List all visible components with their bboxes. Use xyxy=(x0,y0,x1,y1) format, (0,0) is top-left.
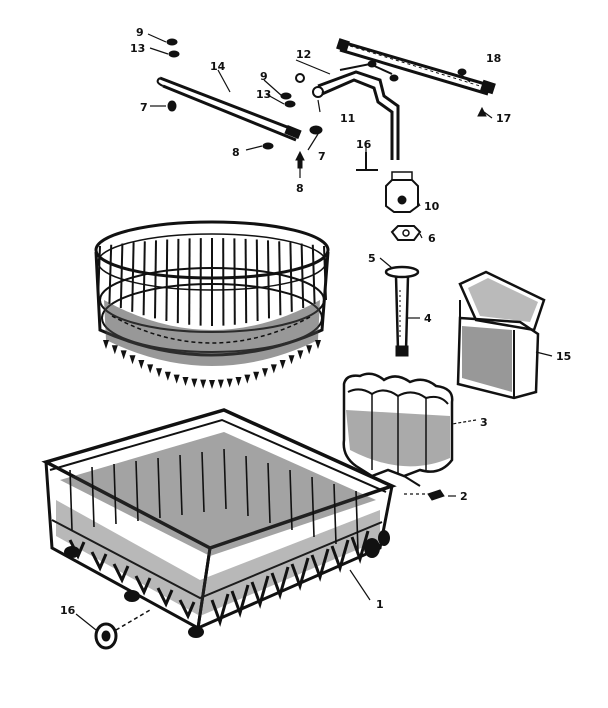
callout-1: 1 xyxy=(376,598,384,611)
callout-18: 18 xyxy=(486,52,501,65)
callout-12: 12 xyxy=(296,48,311,61)
callout-2: 2 xyxy=(460,490,468,503)
callout-13: 13 xyxy=(130,42,145,55)
callout-14: 14 xyxy=(210,60,226,73)
callout-13: 13 xyxy=(256,88,271,101)
lower-rack xyxy=(41,408,397,638)
callout-7: 7 xyxy=(318,150,326,163)
callout-11: 11 xyxy=(340,112,355,125)
callout-9: 9 xyxy=(136,26,144,39)
callout-7: 7 xyxy=(140,101,148,114)
rack-clip xyxy=(404,489,445,501)
upper-rack-basket xyxy=(94,220,330,389)
fastener-screws xyxy=(166,38,487,169)
callout-6: 6 xyxy=(428,232,436,245)
callout-5: 5 xyxy=(368,252,376,265)
callout-9: 9 xyxy=(260,70,268,83)
callout-4: 4 xyxy=(424,312,432,325)
callout-8: 8 xyxy=(232,146,240,159)
callout-8: 8 xyxy=(296,182,304,195)
upper-rail-right xyxy=(336,38,496,96)
nut-part xyxy=(390,225,422,241)
callout-labels: 9 13 14 7 9 13 12 18 11 17 8 7 8 16 10 6… xyxy=(60,26,571,617)
water-tube-assembly xyxy=(295,62,400,160)
spray-nozzle-part xyxy=(385,171,419,213)
drain-pin xyxy=(356,152,378,171)
spray-tube xyxy=(384,265,420,357)
callout-3: 3 xyxy=(480,416,488,429)
callout-15: 15 xyxy=(556,350,571,363)
callout-10: 10 xyxy=(424,200,440,213)
rack-wheel xyxy=(94,609,151,650)
leader-lines xyxy=(75,33,553,631)
callout-16: 16 xyxy=(60,604,76,617)
lidded-cutlery-basket xyxy=(456,270,546,400)
callout-16: 16 xyxy=(356,138,372,151)
silverware-basket xyxy=(342,372,454,487)
upper-rail-left xyxy=(156,76,302,142)
callout-17: 17 xyxy=(496,112,511,125)
